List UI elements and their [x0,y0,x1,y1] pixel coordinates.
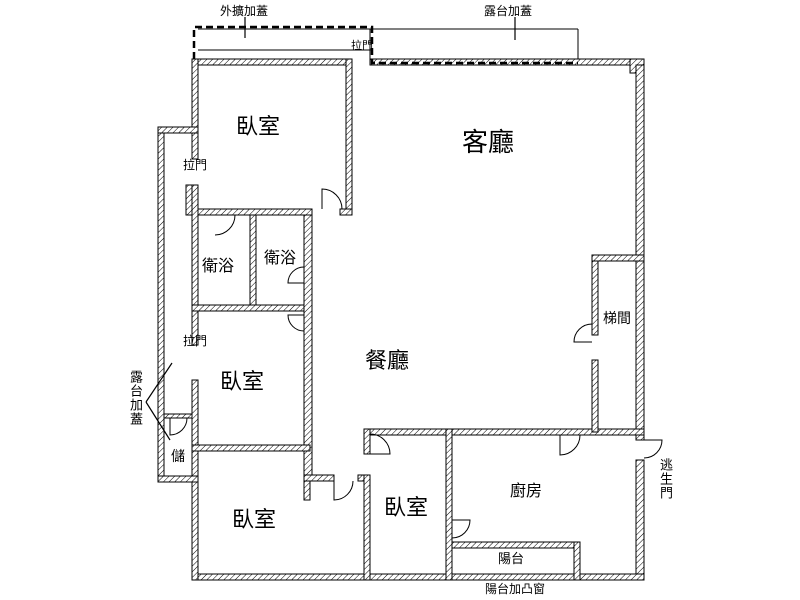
note-ext-roof: 外擴加蓋 [220,4,269,18]
wall-left-lower-seg [185,184,193,216]
wall-storage-bottom [157,475,199,483]
leader-terrace-left-a [145,362,173,403]
wall-left-mid [191,184,199,346]
wall-terrace-top [157,126,199,134]
wall-stair-left-lower [591,359,599,433]
room-bedroom-mid: 臥室 [220,370,265,395]
wall-stair-top [591,254,645,262]
wall-bath-bottom [191,304,311,312]
wall-center-bedroom-right [445,428,453,581]
wall-bath-top [191,208,313,216]
note-sliding-door-mid-left: 拉門 [183,334,208,348]
door-swings [169,188,663,539]
room-bedroom-bottom-center: 臥室 [384,496,429,521]
door-dining-closet [333,480,354,501]
door-center-bedroom [369,433,391,455]
wall-balcony-top [451,541,581,549]
room-bedroom-bottom-left: 臥室 [232,508,277,533]
door-escape [643,439,663,459]
room-kitchen: 廚房 [510,481,543,500]
extension-dashed [192,25,578,65]
wall-bedroom-top-left [191,58,199,160]
door-storage [169,417,188,436]
wall-right-lower [635,459,645,581]
wall-center-bedroom-left-stub [363,428,371,455]
room-storage: 儲 [171,449,185,465]
door-bath-1 [214,214,236,236]
door-kitchen-left [451,519,471,539]
room-stair: 梯間 [603,311,631,327]
room-dining: 餐廳 [365,349,410,374]
ext-dashed-outline [192,25,578,65]
leaders [145,17,516,441]
wall-bottom-left-bedroom-right2 [363,474,371,581]
wall-bedroom-top-top [191,58,353,66]
note-terrace-roof-left: 露台加蓋 [127,370,142,426]
door-kitchen-top [559,434,581,456]
wall-bath-top-right [339,208,353,216]
room-balcony: 陽台 [498,552,525,567]
door-bedroom-top [321,188,343,210]
note-terrace-roof-top: 露台加蓋 [484,4,533,18]
wall-bedroom-mid-bottom [191,444,311,452]
wall-bath-divider [249,214,257,306]
room-bath-1: 衛浴 [202,256,235,275]
wall-storage-top [163,413,193,419]
wall-kitchen-top [451,428,645,436]
wall-right-upper [635,64,645,441]
wall-bedroom-top-right [345,58,353,210]
wall-balcony-right [573,541,581,581]
note-sliding-door-upper-left: 拉門 [183,158,208,172]
room-bedroom-top: 臥室 [236,115,281,140]
room-living: 客廳 [462,128,515,158]
wall-stair-left [591,254,599,336]
room-bath-2: 衛浴 [264,248,297,267]
door-bath-2 [287,266,305,284]
door-stair [573,323,593,343]
wall-dining-bottom [303,474,335,482]
wall-center-bedroom-top [363,428,455,436]
leader-terrace-left-b [145,401,171,441]
wall-dining-left [303,214,313,481]
note-balcony-bay-window: 陽台加凸窗 [485,582,546,596]
door-bedroom-mid [287,314,305,332]
note-escape-door: 逃生門 [657,458,672,500]
thin-lines [163,28,579,476]
note-sliding-door-top: 拉門 [351,39,373,52]
